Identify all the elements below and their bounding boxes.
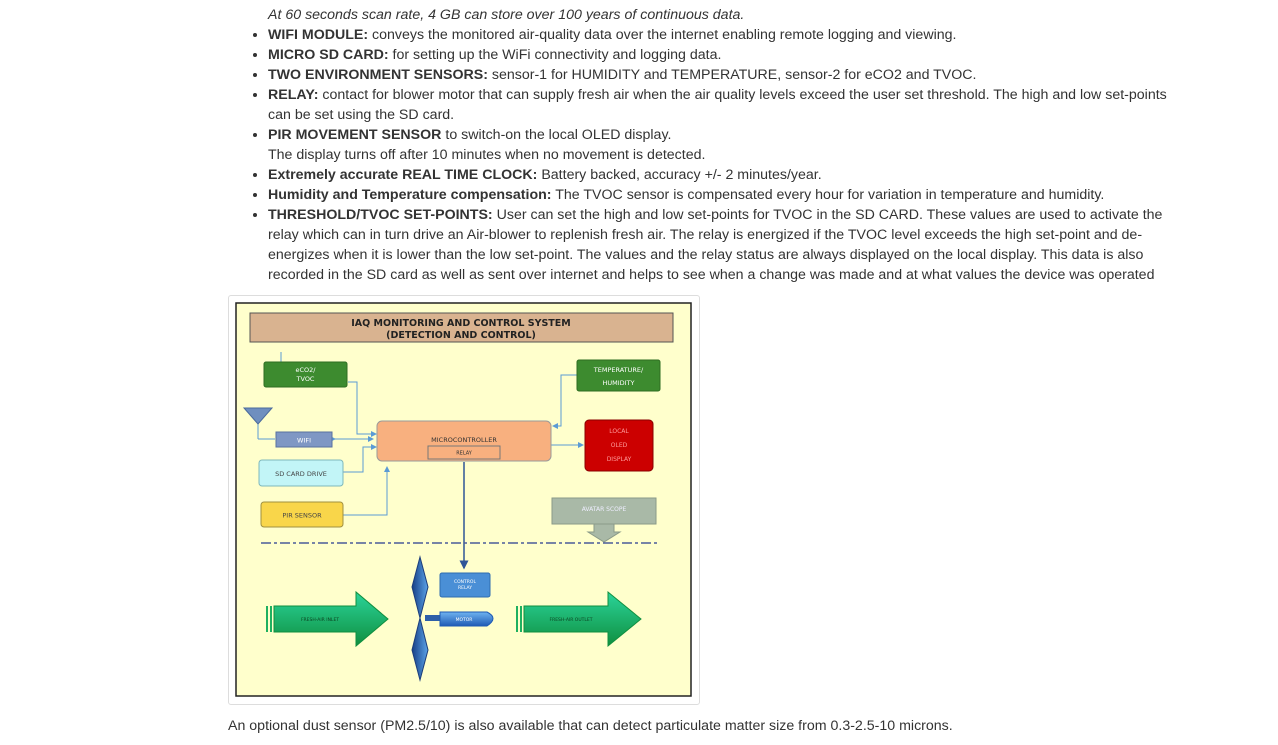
motor-icon bbox=[439, 611, 494, 627]
motor-label: MOTOR bbox=[456, 617, 473, 623]
feature-text: The TVOC sensor is compensated every hou… bbox=[551, 187, 1105, 203]
oled-display-box bbox=[584, 419, 654, 472]
feature-label: Humidity and Temperature compensation: bbox=[268, 187, 552, 203]
article-body: At 60 seconds scan rate, 4 GB can store … bbox=[228, 0, 1168, 285]
wifi-module-box bbox=[275, 431, 333, 448]
microcontroller-box bbox=[376, 420, 552, 462]
diagram-subtitle: (DETECTION AND CONTROL) bbox=[386, 330, 536, 341]
temperature-label: TEMPERATURE/ bbox=[593, 366, 644, 374]
list-item: THRESHOLD/TVOC SET-POINTS: User can set … bbox=[268, 205, 1168, 285]
avatar-scope-arrow bbox=[586, 523, 622, 543]
feature-label: RELAY: bbox=[268, 87, 319, 103]
feature-text: sensor-1 for HUMIDITY and TEMPERATURE, s… bbox=[487, 67, 977, 83]
outlet-stripe bbox=[516, 606, 518, 632]
avatar-scope-label: AVATAR SCOPE bbox=[582, 506, 627, 513]
feature-text: contact for blower motor that can supply… bbox=[268, 87, 1167, 123]
dust-sensor-note: An optional dust sensor (PM2.5/10) is al… bbox=[228, 718, 953, 734]
outlet-stripe bbox=[520, 606, 522, 632]
feature-label: Extremely accurate REAL TIME CLOCK: bbox=[268, 167, 538, 183]
list-item: MICRO SD CARD: for setting up the WiFi c… bbox=[268, 45, 1168, 65]
sd-card-drive-box bbox=[258, 459, 344, 487]
sd-card-label: SD CARD DRIVE bbox=[275, 470, 327, 478]
pir-label: PIR SENSOR bbox=[282, 512, 322, 520]
humidity-label: HUMIDITY bbox=[602, 379, 634, 387]
control-relay-box bbox=[439, 572, 491, 598]
antenna-icon bbox=[242, 407, 274, 425]
inlet-label: FRESH-AIR INLET bbox=[301, 617, 339, 623]
fan-shaft bbox=[425, 615, 441, 621]
relay-label: RELAY bbox=[456, 451, 473, 457]
list-item: Extremely accurate REAL TIME CLOCK: Batt… bbox=[268, 165, 1168, 185]
relay-box bbox=[427, 445, 501, 460]
feature-text: User can set the high and low set-points… bbox=[268, 207, 1163, 283]
feature-extra-text: The display turns off after 10 minutes w… bbox=[268, 147, 706, 163]
diagram-title: IAQ MONITORING AND CONTROL SYSTEM bbox=[351, 318, 570, 329]
inlet-stripe bbox=[270, 606, 272, 632]
fan-blade-bottom bbox=[411, 617, 429, 682]
feature-text: conveys the monitored air-quality data o… bbox=[368, 27, 957, 43]
control-relay-label-control: CONTROL bbox=[454, 579, 476, 585]
outlet-label: FRESH-AIR OUTLET bbox=[550, 617, 593, 623]
temperature-humidity-sensor-box bbox=[576, 359, 661, 392]
list-item: TWO ENVIRONMENT SENSORS: sensor-1 for HU… bbox=[268, 65, 1168, 85]
control-relay-label-relay: RELAY bbox=[458, 585, 472, 591]
inlet-stripe bbox=[266, 606, 268, 632]
list-item: WIFI MODULE: conveys the monitored air-q… bbox=[268, 25, 1168, 45]
feature-text: Battery backed, accuracy +/- 2 minutes/y… bbox=[537, 167, 822, 183]
connector-lines bbox=[257, 352, 584, 516]
tvoc-label: TVOC bbox=[296, 375, 315, 383]
list-item: RELAY: contact for blower motor that can… bbox=[268, 85, 1168, 125]
oled-label-local: LOCAL bbox=[609, 428, 629, 435]
list-item: PIR MOVEMENT SENSOR to switch-on the loc… bbox=[268, 125, 1168, 165]
feature-list: WIFI MODULE: conveys the monitored air-q… bbox=[228, 25, 1168, 285]
diagram-title-band bbox=[249, 312, 674, 343]
feature-label: THRESHOLD/TVOC SET-POINTS: bbox=[268, 207, 493, 223]
eco2-label: eCO2/ bbox=[296, 366, 317, 374]
wifi-label: WIFI bbox=[297, 437, 311, 445]
feature-text: to switch-on the local OLED display. bbox=[441, 127, 672, 143]
fresh-air-outlet-arrow bbox=[523, 590, 642, 648]
storage-note: At 60 seconds scan rate, 4 GB can store … bbox=[268, 7, 745, 23]
system-diagram: IAQ MONITORING AND CONTROL SYSTEM (DETEC… bbox=[235, 302, 692, 697]
feature-label: MICRO SD CARD: bbox=[268, 47, 389, 63]
oled-label-oled: OLED bbox=[611, 442, 628, 449]
pir-sensor-box bbox=[260, 501, 344, 528]
eco2-tvoc-sensor-box bbox=[263, 361, 348, 388]
feature-label: WIFI MODULE: bbox=[268, 27, 369, 43]
feature-label: TWO ENVIRONMENT SENSORS: bbox=[268, 67, 488, 83]
feature-label: PIR MOVEMENT SENSOR bbox=[268, 127, 442, 143]
oled-label-display: DISPLAY bbox=[607, 456, 632, 463]
microcontroller-label: MICROCONTROLLER bbox=[431, 436, 497, 444]
system-diagram-figure: IAQ MONITORING AND CONTROL SYSTEM (DETEC… bbox=[228, 295, 700, 705]
feature-text: for setting up the WiFi connectivity and… bbox=[388, 47, 722, 63]
avatar-scope-box bbox=[551, 497, 657, 525]
fresh-air-inlet-arrow bbox=[273, 590, 389, 648]
list-item: Humidity and Temperature compensation: T… bbox=[268, 185, 1168, 205]
